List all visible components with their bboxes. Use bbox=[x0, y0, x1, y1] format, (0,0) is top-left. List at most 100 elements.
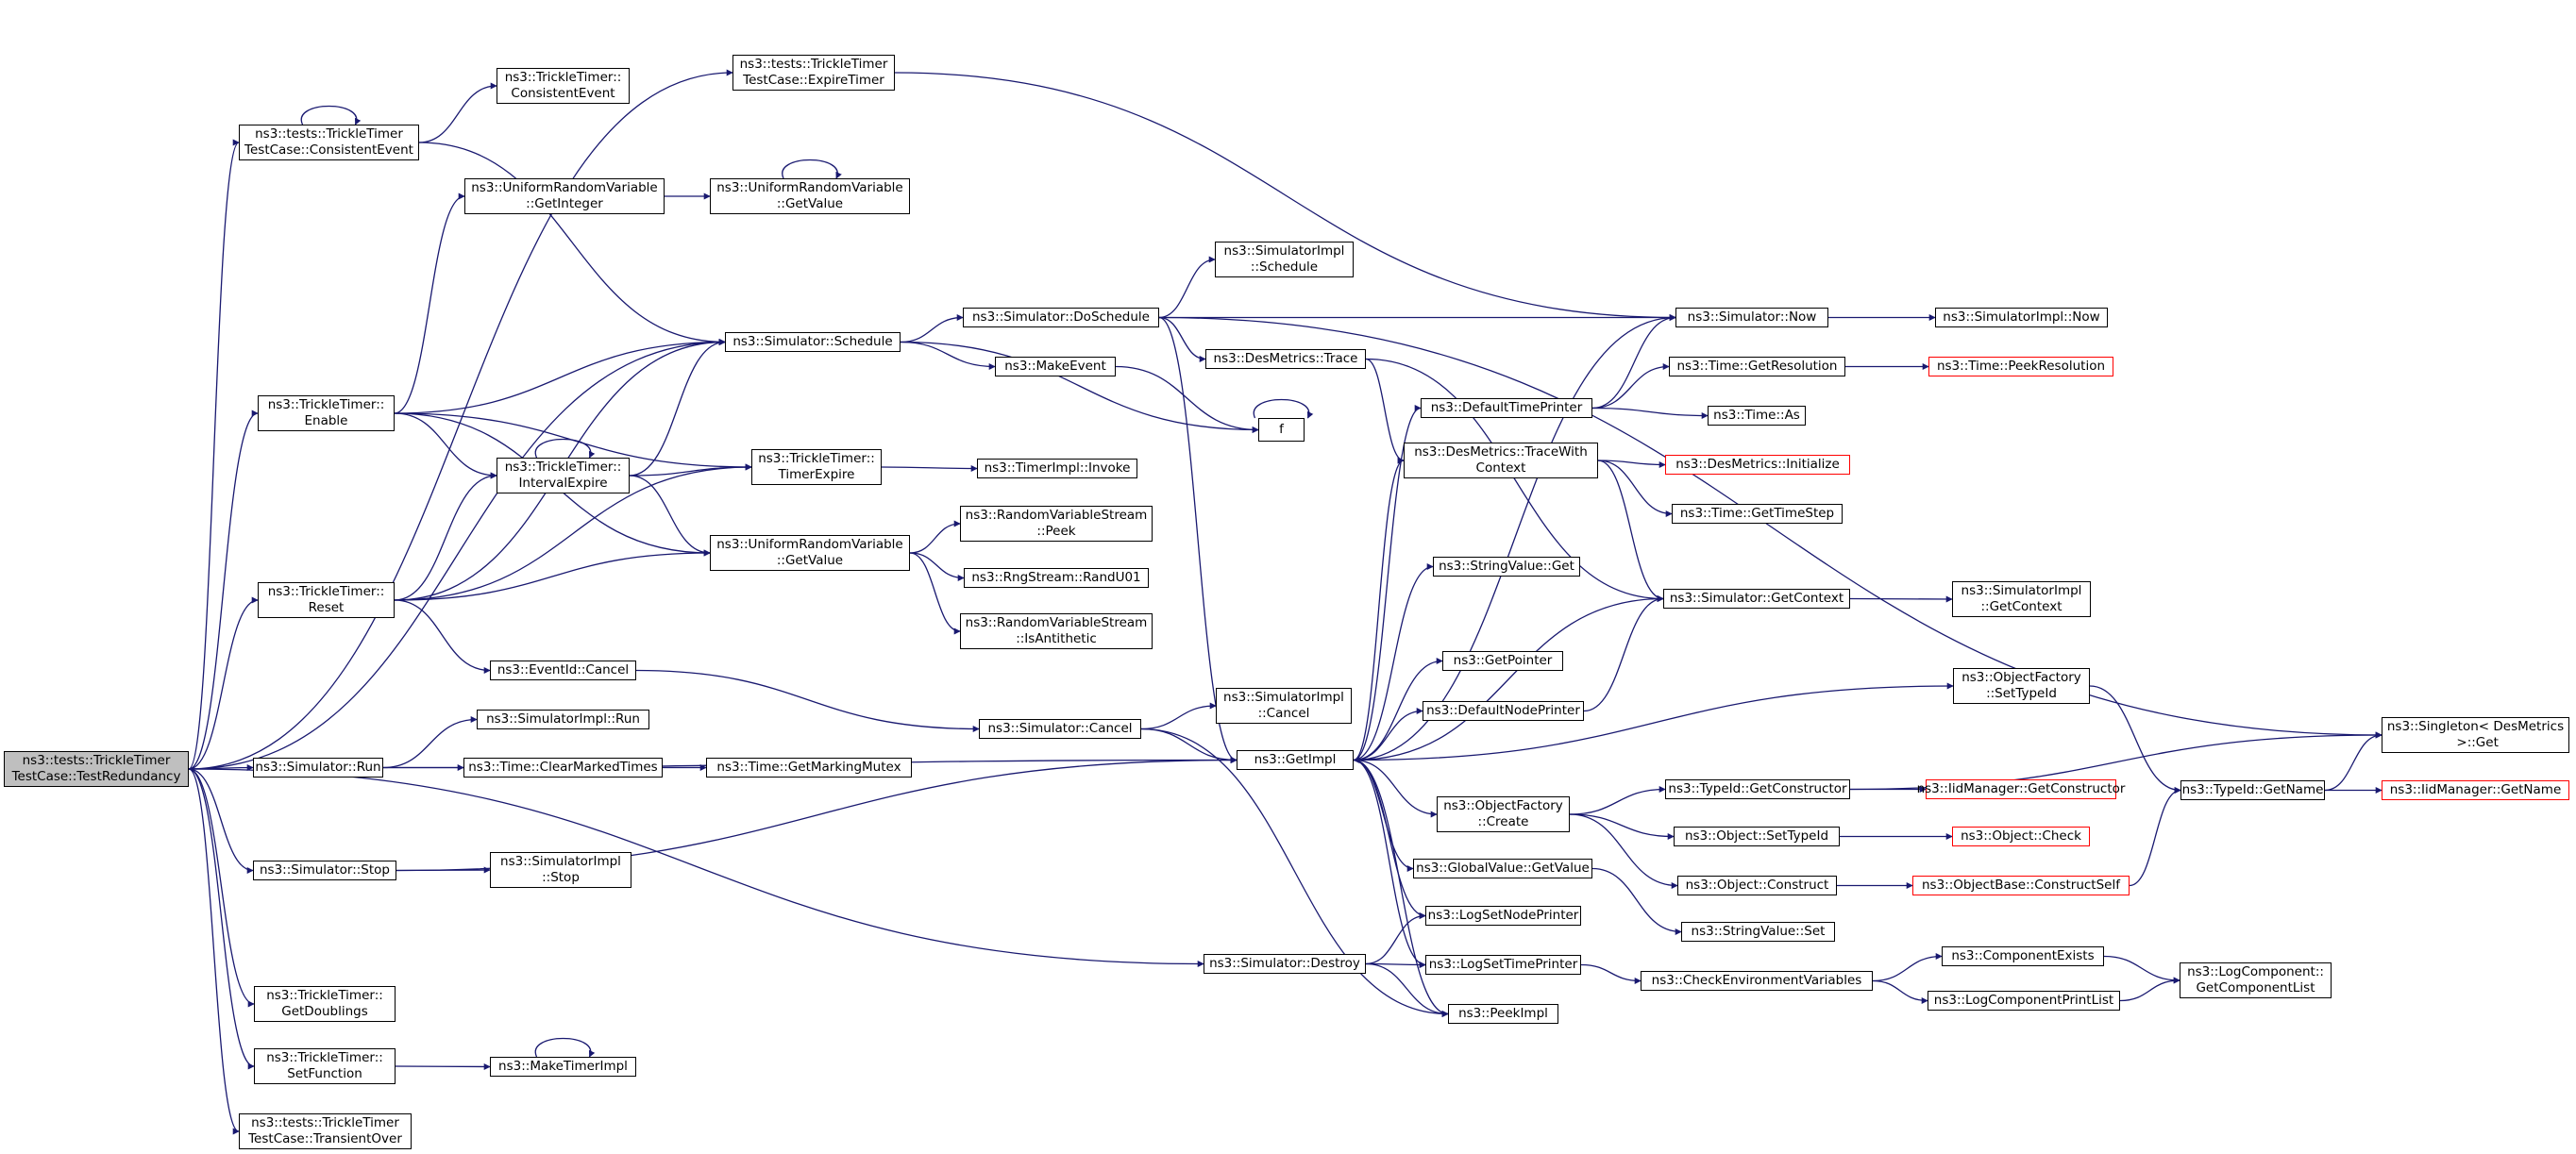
node-tt-enable[interactable]: ns3::TrickleTimer:: Enable bbox=[258, 395, 395, 431]
edge-tt-sf-to-mti bbox=[395, 1062, 491, 1070]
node-root[interactable]: ns3::tests::TrickleTimer TestCase::TestR… bbox=[4, 751, 189, 787]
node-tt-te[interactable]: ns3::TrickleTimer:: TimerExpire bbox=[751, 449, 882, 485]
node-label: ns3::LogSetTimePrinter bbox=[1428, 957, 1578, 972]
node-label: ns3::StringValue::Get bbox=[1439, 559, 1574, 574]
node-dm-init[interactable]: ns3::DesMetrics::Initialize bbox=[1665, 455, 1850, 475]
edge-dm-trace-to-dm-twc bbox=[1365, 358, 1405, 464]
node-si-getctx[interactable]: ns3::SimulatorImpl ::GetContext bbox=[1952, 581, 2091, 617]
node-si-sched[interactable]: ns3::SimulatorImpl ::Schedule bbox=[1215, 242, 1354, 277]
edge-getimpl-to-dtp bbox=[1353, 405, 1422, 761]
node-label: ns3::Simulator::Destroy bbox=[1209, 956, 1360, 971]
edge-dm-twc-to-dm-init bbox=[1597, 460, 1666, 468]
node-si-now[interactable]: ns3::SimulatorImpl::Now bbox=[1935, 308, 2108, 327]
node-of-create[interactable]: ns3::ObjectFactory ::Create bbox=[1437, 796, 1570, 832]
node-t-gts[interactable]: ns3::Time::GetTimeStep bbox=[1672, 504, 1843, 524]
node-label: ns3::UniformRandomVariable ::GetValue bbox=[716, 537, 903, 568]
edge-getimpl-to-dm-twc bbox=[1353, 457, 1405, 761]
node-tt-reset[interactable]: ns3::TrickleTimer:: Reset bbox=[258, 582, 395, 618]
node-getptr[interactable]: ns3::GetPointer bbox=[1442, 651, 1563, 671]
node-tid-getname[interactable]: ns3::TypeId::GetName bbox=[2180, 780, 2325, 800]
node-tt-sf[interactable]: ns3::TrickleTimer:: SetFunction bbox=[254, 1048, 396, 1084]
node-lsnp[interactable]: ns3::LogSetNodePrinter bbox=[1425, 906, 1581, 926]
node-label: ns3::Simulator::Cancel bbox=[987, 721, 1133, 736]
edge-s-sched-to-make-event bbox=[900, 341, 996, 370]
edge-s-sched-to-f bbox=[900, 341, 1259, 433]
edge-urv-gv2-to-rvs-peek bbox=[909, 520, 961, 554]
edge-tt-reset-to-tt-ie bbox=[394, 472, 497, 601]
node-label: ns3::PeekImpl bbox=[1458, 1006, 1548, 1021]
node-s-getctx[interactable]: ns3::Simulator::GetContext bbox=[1663, 589, 1850, 609]
node-tt-gd[interactable]: ns3::TrickleTimer:: GetDoublings bbox=[254, 986, 396, 1022]
node-of-settid[interactable]: ns3::ObjectFactory ::SetTypeId bbox=[1953, 668, 2090, 704]
node-s-destroy[interactable]: ns3::Simulator::Destroy bbox=[1204, 954, 1366, 974]
node-cev[interactable]: ns3::CheckEnvironmentVariables bbox=[1641, 971, 1873, 991]
node-to[interactable]: ns3::tests::TrickleTimer TestCase::Trans… bbox=[239, 1113, 412, 1149]
node-peekimpl[interactable]: ns3::PeekImpl bbox=[1448, 1004, 1558, 1024]
node-rvs-peek[interactable]: ns3::RandomVariableStream ::Peek bbox=[960, 506, 1153, 542]
node-s-cancel[interactable]: ns3::Simulator::Cancel bbox=[979, 719, 1141, 739]
node-t-cmt[interactable]: ns3::Time::ClearMarkedTimes bbox=[463, 758, 663, 778]
node-singleton[interactable]: ns3::Singleton< DesMetrics >::Get bbox=[2382, 717, 2569, 753]
node-dm-trace[interactable]: ns3::DesMetrics::Trace bbox=[1205, 349, 1366, 369]
node-iid-getctor[interactable]: ns3::IidManager::GetConstructor bbox=[1917, 779, 2125, 799]
node-comp-exists[interactable]: ns3::ComponentExists bbox=[1942, 946, 2104, 966]
node-urv-gi[interactable]: ns3::UniformRandomVariable ::GetInteger bbox=[464, 178, 665, 214]
edge-tt-reset-to-eid-cancel bbox=[394, 599, 491, 674]
node-getimpl[interactable]: ns3::GetImpl bbox=[1237, 750, 1354, 770]
edge-f-to-f bbox=[1253, 398, 1314, 419]
node-rvs-anti[interactable]: ns3::RandomVariableStream ::IsAntithetic bbox=[960, 613, 1153, 649]
node-label: ns3::DefaultTimePrinter bbox=[1430, 400, 1583, 415]
node-sv-set[interactable]: ns3::StringValue::Set bbox=[1681, 922, 1835, 942]
node-ti-invoke[interactable]: ns3::TimerImpl::Invoke bbox=[977, 459, 1137, 478]
node-gv-getval[interactable]: ns3::GlobalValue::GetValue bbox=[1413, 859, 1592, 878]
node-s-now[interactable]: ns3::Simulator::Now bbox=[1675, 308, 1828, 327]
node-t-gmm[interactable]: ns3::Time::GetMarkingMutex bbox=[706, 758, 912, 778]
node-label: ns3::Simulator::Run bbox=[255, 760, 381, 775]
node-label: ns3::Time::GetResolution bbox=[1676, 359, 1838, 374]
node-label: ns3::Object::SetTypeId bbox=[1684, 828, 1829, 844]
node-tt-ce[interactable]: ns3::TrickleTimer:: ConsistentEvent bbox=[497, 68, 630, 104]
node-eid-cancel[interactable]: ns3::EventId::Cancel bbox=[490, 661, 636, 680]
node-label: ns3::tests::TrickleTimer TestCase::TestR… bbox=[11, 753, 181, 784]
node-dm-twc[interactable]: ns3::DesMetrics::TraceWith Context bbox=[1404, 443, 1598, 478]
edge-s-now-to-getimpl bbox=[1353, 316, 1676, 763]
node-t-getres[interactable]: ns3::Time::GetResolution bbox=[1669, 357, 1845, 376]
node-rng-randu[interactable]: ns3::RngStream::RandU01 bbox=[964, 568, 1149, 588]
node-si-cancel[interactable]: ns3::SimulatorImpl ::Cancel bbox=[1216, 688, 1352, 724]
node-tt-ie[interactable]: ns3::TrickleTimer:: IntervalExpire bbox=[497, 458, 630, 493]
node-si-stop[interactable]: ns3::SimulatorImpl ::Stop bbox=[490, 852, 631, 888]
node-lc-gcl[interactable]: ns3::LogComponent:: GetComponentList bbox=[2180, 962, 2332, 998]
node-t-peekres[interactable]: ns3::Time::PeekResolution bbox=[1928, 357, 2113, 376]
node-label: ns3::TrickleTimer:: IntervalExpire bbox=[504, 460, 622, 491]
node-s-dosched[interactable]: ns3::Simulator::DoSchedule bbox=[963, 308, 1159, 327]
node-make-event[interactable]: ns3::MakeEvent bbox=[995, 357, 1116, 376]
edge-s-destroy-to-peekimpl bbox=[1365, 962, 1449, 1017]
node-dtp[interactable]: ns3::DefaultTimePrinter bbox=[1421, 398, 1592, 418]
node-si-run[interactable]: ns3::SimulatorImpl::Run bbox=[477, 710, 649, 729]
node-s-sched[interactable]: ns3::Simulator::Schedule bbox=[725, 332, 901, 352]
edge-ce-to-s-sched bbox=[418, 142, 726, 345]
node-ob-cs[interactable]: ns3::ObjectBase::ConstructSelf bbox=[1912, 876, 2130, 895]
node-lstp[interactable]: ns3::LogSetTimePrinter bbox=[1425, 955, 1581, 975]
node-ce[interactable]: ns3::tests::TrickleTimer TestCase::Consi… bbox=[239, 125, 419, 160]
node-sv-get[interactable]: ns3::StringValue::Get bbox=[1433, 557, 1580, 577]
edge-getimpl-to-of-create bbox=[1353, 759, 1438, 818]
node-obj-settid[interactable]: ns3::Object::SetTypeId bbox=[1674, 827, 1840, 846]
node-obj-construct[interactable]: ns3::Object::Construct bbox=[1677, 876, 1837, 895]
node-iid-getname[interactable]: ns3::IidManager::GetName bbox=[2382, 780, 2569, 800]
node-mti[interactable]: ns3::MakeTimerImpl bbox=[490, 1057, 636, 1077]
edge-root-to-s-destroy bbox=[188, 768, 1204, 967]
node-label: ns3::Simulator::Stop bbox=[260, 862, 390, 878]
node-t-as[interactable]: ns3::Time::As bbox=[1708, 406, 1806, 426]
node-urv-gv1[interactable]: ns3::UniformRandomVariable ::GetValue bbox=[710, 178, 910, 214]
node-dnp[interactable]: ns3::DefaultNodePrinter bbox=[1423, 701, 1584, 721]
node-tid-getctor[interactable]: ns3::TypeId::GetConstructor bbox=[1665, 779, 1850, 799]
node-urv-gv2[interactable]: ns3::UniformRandomVariable ::GetValue bbox=[710, 535, 910, 571]
node-s-run[interactable]: ns3::Simulator::Run bbox=[253, 758, 383, 778]
node-lcpl[interactable]: ns3::LogComponentPrintList bbox=[1928, 991, 2120, 1011]
node-f[interactable]: f bbox=[1258, 418, 1305, 442]
node-et[interactable]: ns3::tests::TrickleTimer TestCase::Expir… bbox=[732, 55, 895, 91]
node-s-stop[interactable]: ns3::Simulator::Stop bbox=[253, 861, 396, 880]
edge-comp-exists-to-lc-gcl bbox=[2103, 955, 2180, 984]
node-obj-check[interactable]: ns3::Object::Check bbox=[1952, 827, 2090, 846]
